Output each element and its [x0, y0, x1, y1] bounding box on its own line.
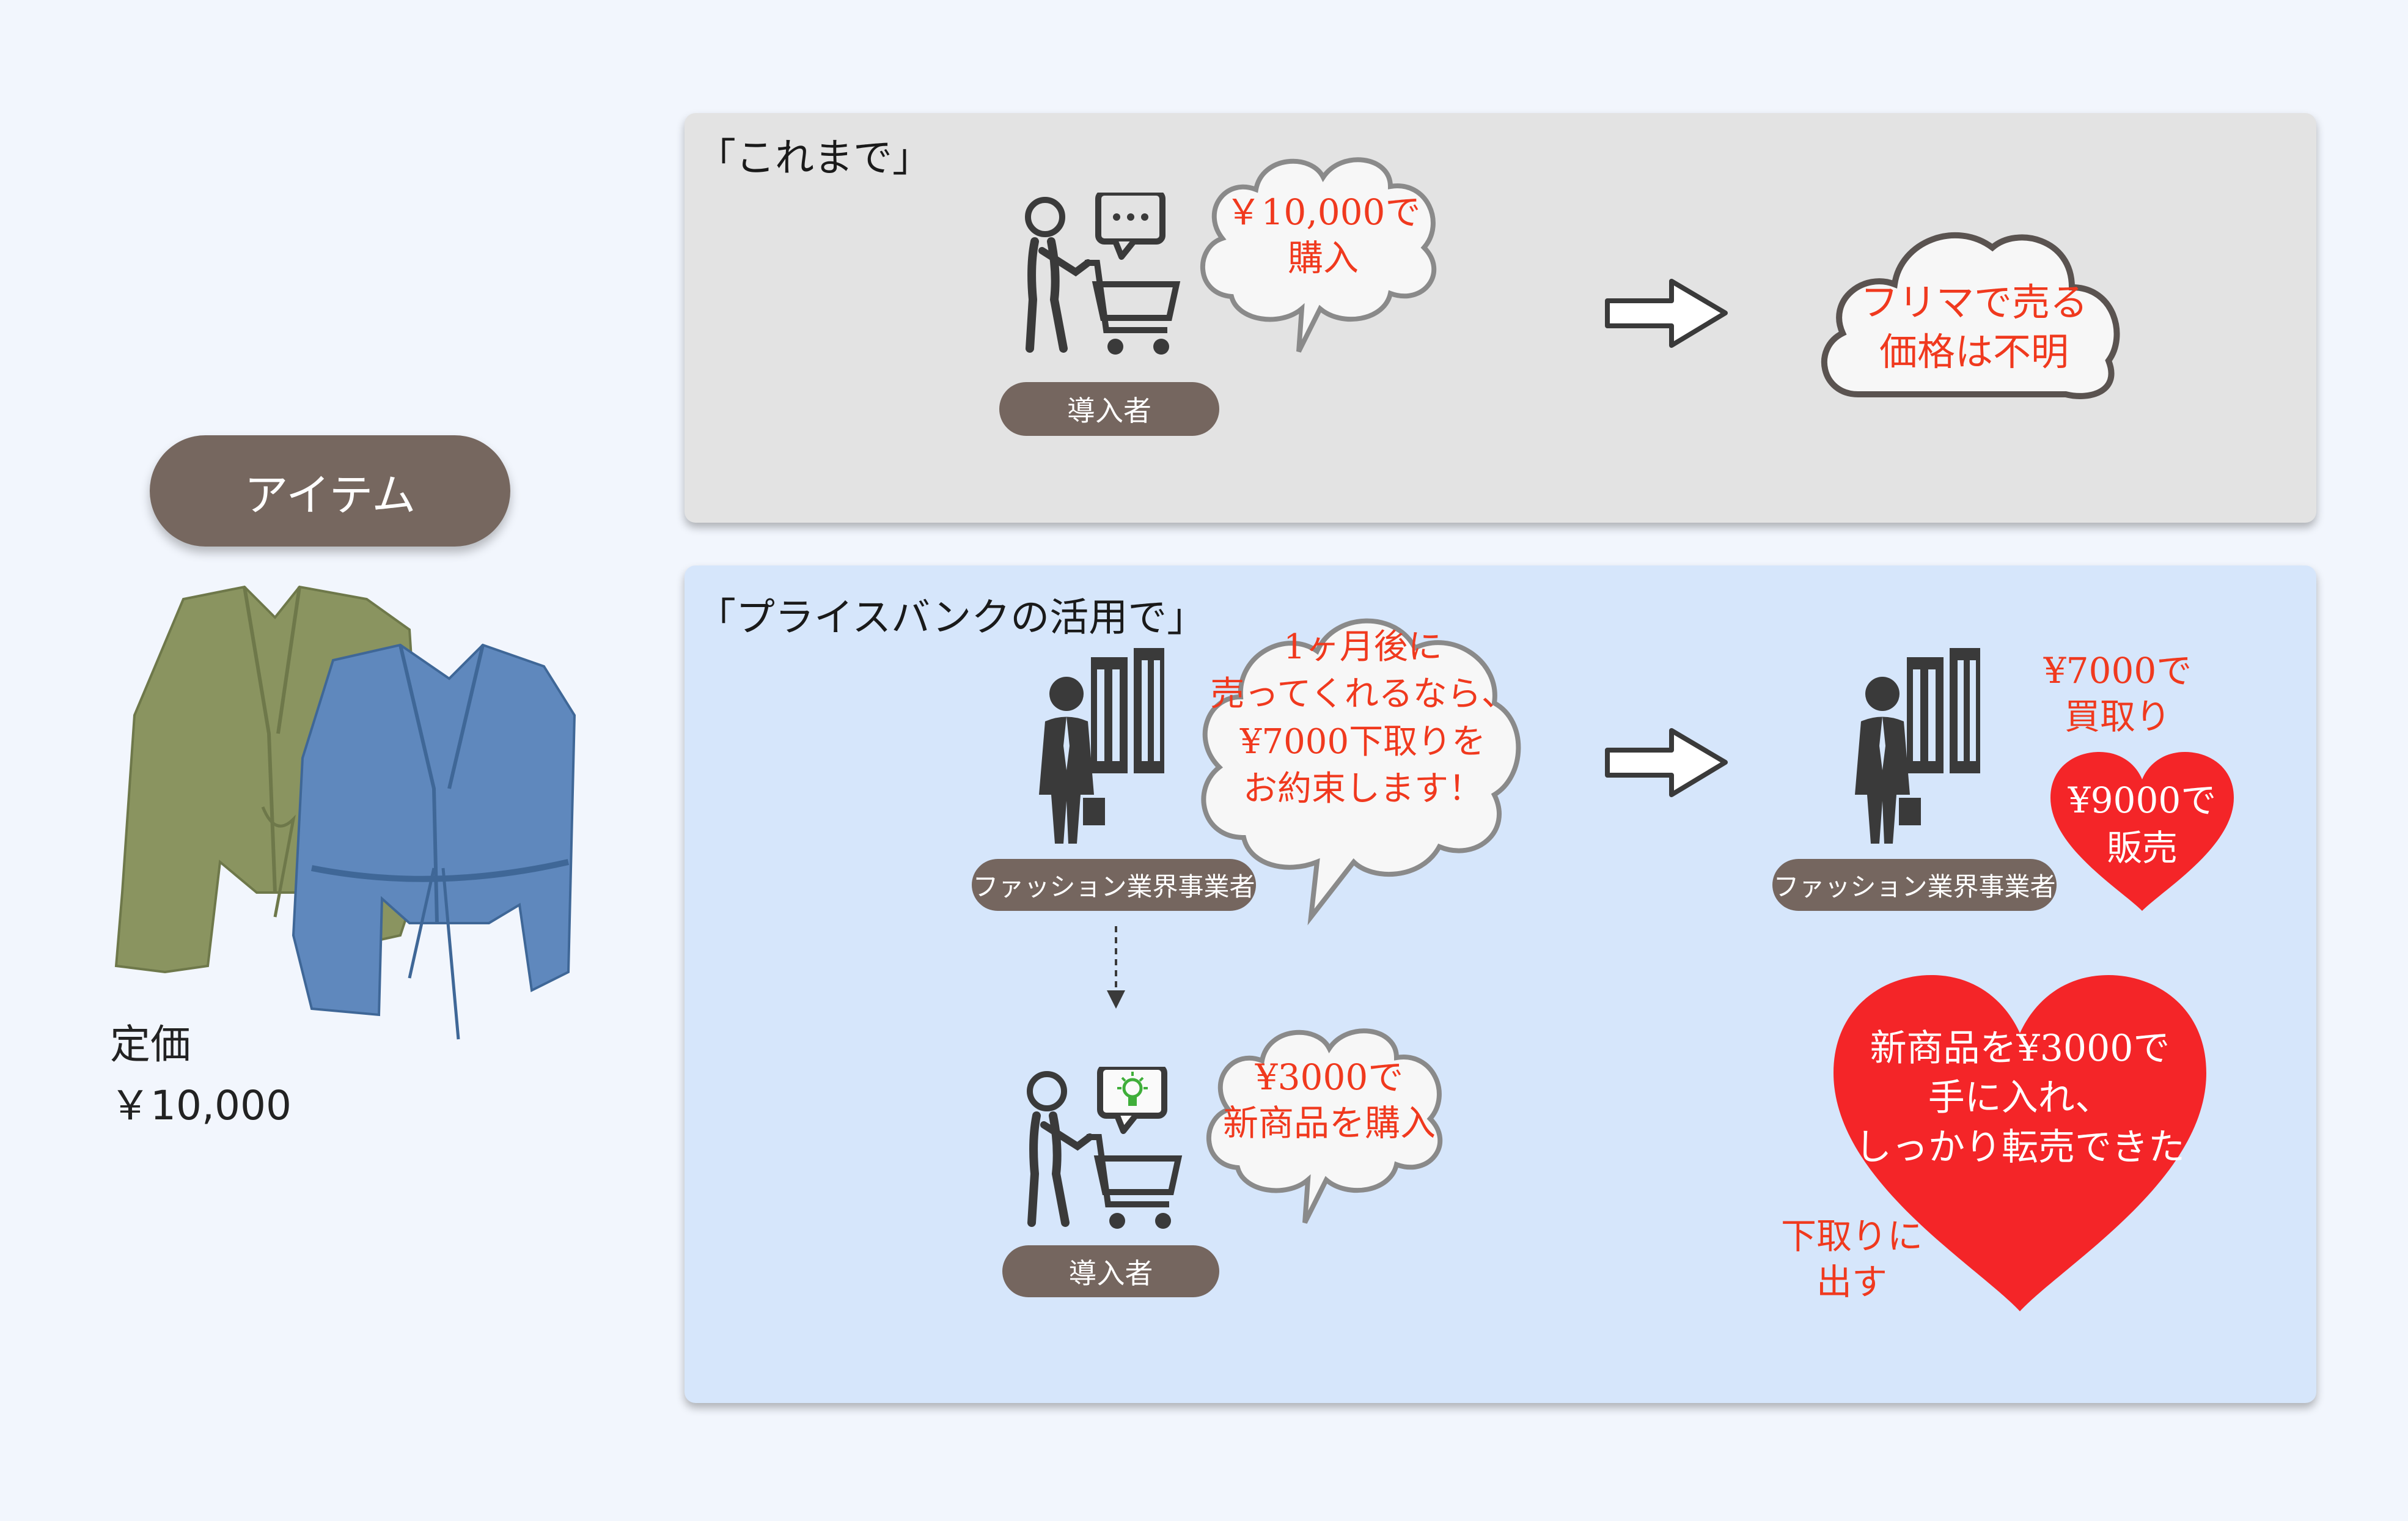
right-arrow-icon — [1605, 728, 1728, 797]
new-product-speech-cloud — [1206, 1028, 1443, 1224]
price-value: ￥10,000 — [110, 1082, 292, 1129]
businessman-building-icon-right — [1855, 648, 1980, 844]
cardigan-image — [114, 585, 576, 1040]
cloud-line2: 価格は不明 — [1879, 329, 2069, 374]
price-label: 定価 — [110, 1021, 191, 1068]
before-bubble-line2: 購入 — [1287, 237, 1359, 279]
right-arrow-icon — [1605, 279, 1728, 348]
tradein-line2: 出す — [1816, 1261, 1887, 1303]
buyback-text: ¥7000で 買取り — [2029, 648, 2206, 740]
business-pill-left: ファッション業界事業者 — [972, 859, 1256, 911]
dotted-down-arrow — [1107, 926, 1125, 1009]
result-line1: 新商品を¥3000で — [1870, 1027, 2170, 1070]
before-bubble-text: ￥10,000で 購入 — [1207, 190, 1439, 282]
before-panel: 「これまで」 導入者 ￥10,000で 購入 フリマで売る 価格は不明 — [685, 113, 2316, 523]
business-label-left: ファッション業界事業者 — [972, 872, 1255, 902]
unknown-price-cloud — [1821, 232, 2120, 399]
sell-text: ¥9000で 販売 — [2047, 776, 2237, 872]
offer-bubble-text: 1ヶ月後に 売ってくれるなら、 ¥7000下取りを お約束します！ — [1198, 624, 1528, 812]
offer-line4: お約束します！ — [1243, 768, 1483, 809]
offer-line1: 1ヶ月後に — [1283, 627, 1442, 667]
result-heart — [1834, 975, 2206, 1311]
offer-speech-cloud — [1201, 618, 1521, 926]
new-product-line2: 新商品を購入 — [1222, 1102, 1436, 1144]
tradein-line1: 下取りに — [1780, 1215, 1923, 1257]
before-panel-title: 「これまで」 — [697, 136, 931, 181]
sell-line1: ¥9000で — [2068, 779, 2217, 821]
offer-line3: ¥7000下取りを — [1239, 721, 1486, 762]
before-buyer-pill: 導入者 — [999, 382, 1219, 436]
before-speech-cloud — [1200, 157, 1437, 353]
before-bubble-line1: ￥10,000で — [1225, 191, 1421, 233]
shopper-idea-icon — [1027, 1067, 1183, 1229]
new-product-text: ¥3000で 新商品を購入 — [1198, 1055, 1461, 1147]
buyback-line1: ¥7000で — [2043, 650, 2192, 691]
business-label-right: ファッション業界事業者 — [1773, 872, 2056, 902]
sell-line2: 販売 — [2106, 827, 2178, 869]
item-label-pill: アイテム — [150, 435, 510, 547]
result-line2: 手に入れ、 — [1928, 1077, 2112, 1119]
business-pill-right: ファッション業界事業者 — [1772, 859, 2057, 911]
result-text: 新商品を¥3000で 手に入れ、 しっかり転売できた — [1827, 1024, 2212, 1173]
after-panel-title: 「プライスバンクの活用で」 — [697, 595, 1206, 641]
sell-heart — [2050, 752, 2234, 911]
shopper-chat-icon — [1025, 193, 1181, 355]
offer-line2: 売ってくれるなら、 — [1210, 674, 1516, 715]
blue-cardigan — [292, 643, 576, 1040]
before-buyer-label: 導入者 — [1067, 394, 1151, 427]
tradein-text: 下取りに 出す — [1766, 1213, 1937, 1306]
new-product-line1: ¥3000で — [1255, 1056, 1404, 1098]
cloud-line1: フリマで売る — [1860, 280, 2088, 325]
cloud-text: フリマで売る 価格は不明 — [1846, 278, 2102, 377]
after-buyer-label: 導入者 — [1068, 1256, 1153, 1290]
businessman-building-icon-left — [1039, 648, 1164, 844]
result-line3: しっかり転売できた — [1855, 1126, 2185, 1169]
after-buyer-pill: 導入者 — [1002, 1245, 1219, 1297]
buyback-line2: 買取り — [2064, 696, 2171, 738]
after-panel: 「プライスバンクの活用で」 ファッション業界事業者 1ヶ月後に 売ってくれるなら… — [685, 565, 2316, 1403]
item-label: アイテム — [244, 469, 416, 521]
